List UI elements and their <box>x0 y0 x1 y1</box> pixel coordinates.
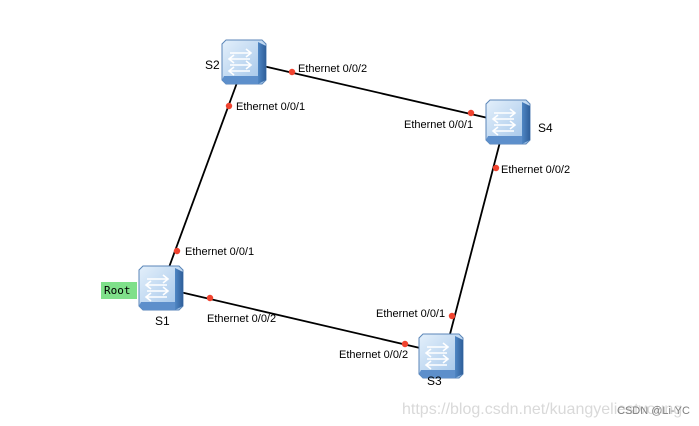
port-dot-s1-right <box>206 294 214 302</box>
port-label-s4-down: Ethernet 0/0/2 <box>501 164 570 176</box>
switch-s4-icon[interactable] <box>485 99 531 145</box>
switch-s1-icon[interactable] <box>138 265 184 311</box>
link-s2-s1 <box>167 79 239 271</box>
port-dot-s4-left <box>467 109 475 117</box>
port-label-s3-up: Ethernet 0/0/1 <box>376 308 445 320</box>
port-label-s4-left: Ethernet 0/0/1 <box>404 119 473 131</box>
port-dot-s1-up <box>173 247 181 255</box>
link-s4-s3 <box>448 141 501 339</box>
links-layer <box>167 65 501 349</box>
link-s2-s4 <box>262 65 489 119</box>
device-label-s3: S3 <box>427 374 442 388</box>
root-badge-label: Root <box>104 284 131 297</box>
root-badge: Root <box>101 282 137 299</box>
port-dot-s2-right <box>288 68 296 76</box>
port-label-s2-down: Ethernet 0/0/1 <box>236 101 305 113</box>
port-dot-s2-down <box>225 102 233 110</box>
port-label-s1-right: Ethernet 0/0/2 <box>207 313 276 325</box>
link-s1-s3 <box>179 291 421 349</box>
port-dot-s3-left <box>401 340 409 348</box>
port-label-s3-left: Ethernet 0/0/2 <box>339 349 408 361</box>
port-dot-s3-up <box>448 312 456 320</box>
switch-s2-icon[interactable] <box>221 39 267 85</box>
root-badge-bg <box>101 282 137 299</box>
port-label-s1-up: Ethernet 0/0/1 <box>185 246 254 258</box>
device-label-s1: S1 <box>155 314 170 328</box>
port-dot-s4-down <box>492 164 500 172</box>
port-dots <box>173 68 500 348</box>
port-label-s2-right: Ethernet 0/0/2 <box>298 63 367 75</box>
watermark-credit: CSDN @Li-YC <box>617 405 690 417</box>
device-label-s4: S4 <box>538 121 553 135</box>
watermark-url: https://blog.csdn.net/kuangyeliestvoung <box>402 401 682 418</box>
device-label-s2: S2 <box>205 58 220 72</box>
switch-s3-icon[interactable] <box>418 333 464 379</box>
